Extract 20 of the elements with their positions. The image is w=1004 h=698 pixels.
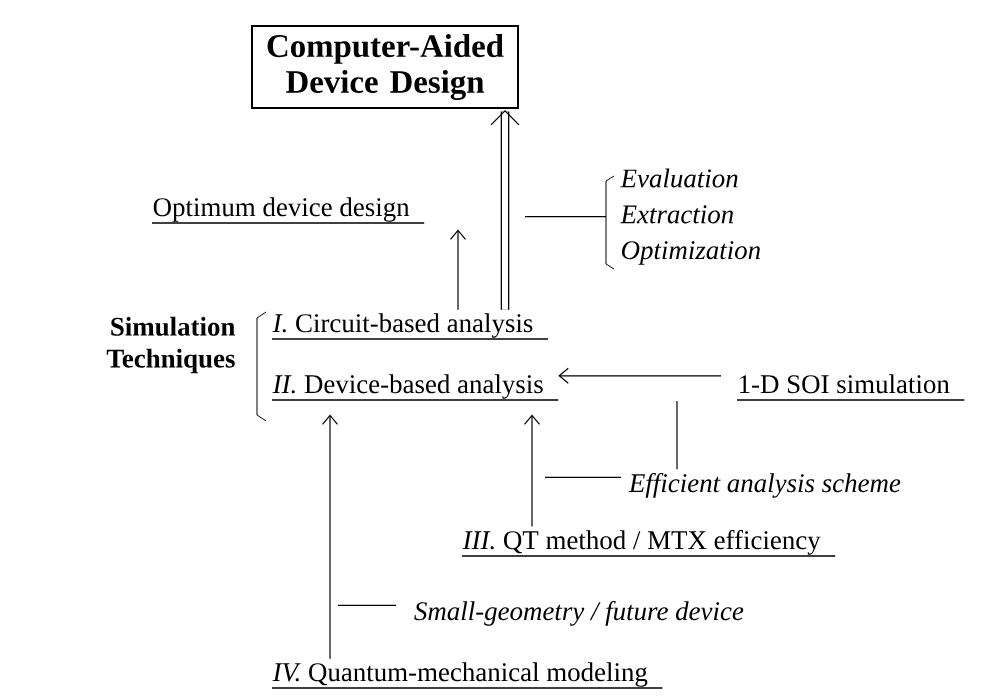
underlined-label: I. Circuit-based analysis	[271, 313, 549, 340]
underlined-label: Optimum device design	[151, 197, 425, 224]
underlined-label: 1-D SOI simulation	[736, 374, 966, 401]
annotation-list: Evaluation Extraction Optimization	[620, 168, 760, 265]
underlined-label: II. Device-based analysis	[271, 374, 559, 401]
arrow	[558, 367, 722, 384]
leader-line	[676, 400, 678, 470]
arrow	[321, 414, 339, 660]
arrow	[449, 229, 467, 311]
leader-line	[337, 604, 397, 606]
title-box: Computer-Aided Device Design	[251, 25, 519, 109]
annotation-text: Efficient analysis scheme	[628, 473, 901, 498]
underlined-label: III. QT method / MTX efficiency	[461, 530, 836, 557]
leader-line	[544, 476, 622, 479]
group-label: Simulation Techniques	[106, 316, 235, 374]
arrow	[523, 414, 541, 528]
annotation-text: Small-geometry / future device	[414, 601, 744, 626]
underlined-label: IV. Quantum-mechanical modeling	[271, 662, 664, 689]
double-arrow	[490, 109, 520, 310]
leader-line	[524, 216, 607, 218]
